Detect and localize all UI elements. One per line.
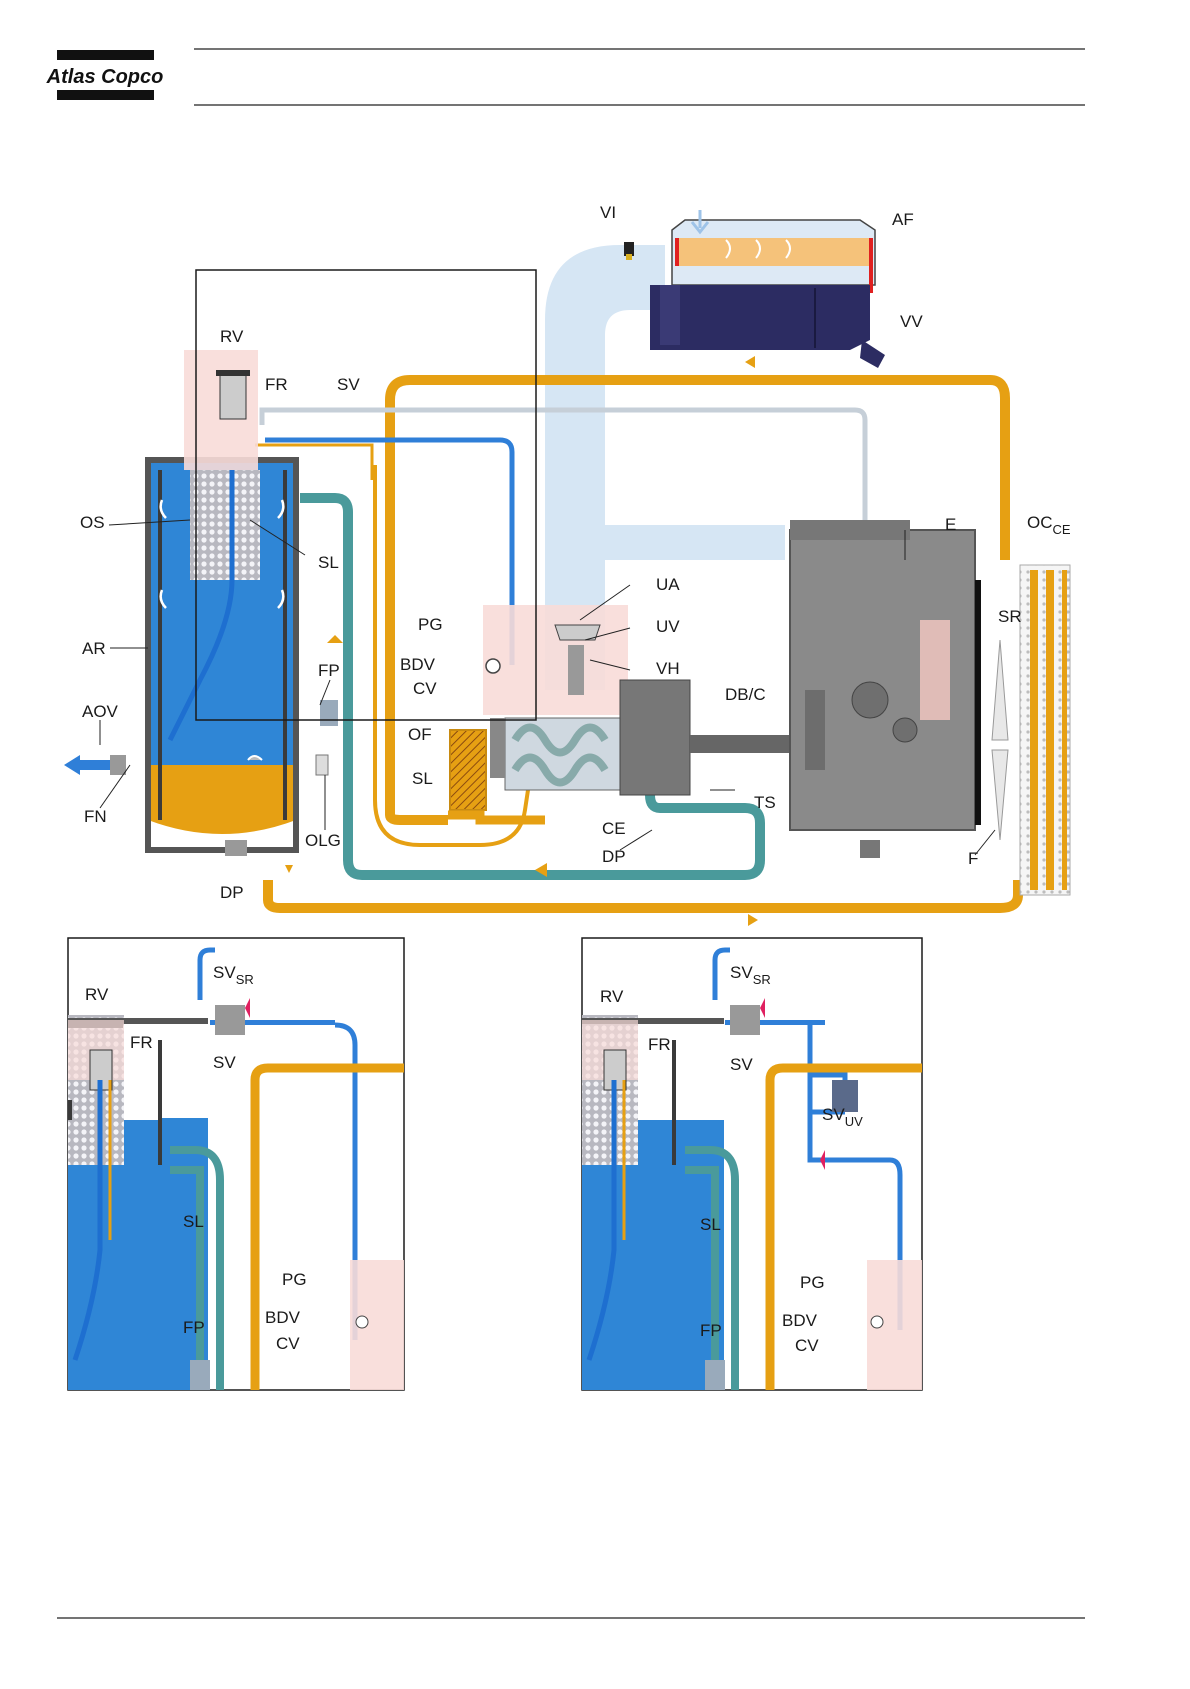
unloader-valve [568, 645, 584, 695]
label-fn: FN [84, 807, 107, 826]
label-aov: AOV [82, 702, 119, 721]
oil-cooler [1020, 565, 1070, 895]
dl-label-sv: SV [213, 1053, 236, 1072]
vacuator-valve [860, 340, 885, 368]
label-sr: SR [998, 607, 1022, 626]
label-dp: DP [220, 883, 244, 902]
air-outlet-valve [110, 755, 126, 775]
dr-label-pg: PG [800, 1273, 825, 1292]
dr-label-bdv: BDV [782, 1311, 818, 1330]
label-vv: VV [900, 312, 923, 331]
drive-coupling [690, 735, 790, 753]
label-ts: TS [754, 793, 776, 812]
label-pg: PG [418, 615, 443, 634]
filler-plug [320, 700, 338, 726]
fan-belt [975, 580, 981, 825]
label-rv: RV [220, 327, 244, 346]
label-oc-main: OC [1027, 513, 1053, 532]
dl-label-rv: RV [85, 985, 109, 1004]
label-vi: VI [600, 203, 616, 222]
label-fp: FP [318, 661, 340, 680]
label-vh: VH [656, 659, 680, 678]
dl-label-pg: PG [282, 1270, 307, 1289]
air-receiver-tank [148, 460, 338, 856]
label-olg: OLG [305, 831, 341, 850]
label-bdv: BDV [400, 655, 436, 674]
label-db-c: DB/C [725, 685, 766, 704]
label-e: E [945, 515, 956, 534]
header: Atlas Copco [46, 49, 1085, 105]
drain-plug-tank [225, 840, 247, 856]
label-af: AF [892, 210, 914, 229]
dr-label-rv: RV [600, 987, 624, 1006]
label-oc: OCCE [1027, 513, 1071, 537]
dr-label-svsr-main: SV [730, 963, 753, 982]
oil-separator-element [190, 470, 260, 580]
label-f: F [968, 849, 978, 868]
dr-label-sv: SV [730, 1055, 753, 1074]
label-dp-2: DP [602, 847, 626, 866]
label-of: OF [408, 725, 432, 744]
air-filter [624, 210, 885, 368]
label-cv: CV [413, 679, 437, 698]
unloader-zone [483, 605, 628, 715]
detail-right: RV SVSR FR SV SVUV SL FP PG BDV CV [582, 938, 922, 1390]
label-uv: UV [656, 617, 680, 636]
dl-label-bdv: BDV [265, 1308, 301, 1327]
dl-label-sl: SL [183, 1212, 204, 1231]
main-diagram: VI AF VV RV FR SV OS SL AR AOV FN FP PG … [64, 203, 1071, 926]
oil-return-line [268, 880, 1018, 908]
cooling-fan [992, 640, 1008, 840]
dr-label-svuv-main: SV [822, 1105, 845, 1124]
label-ar: AR [82, 639, 106, 658]
dr-label-fp: FP [700, 1321, 722, 1340]
dl-label-svsr-sub: SR [236, 972, 254, 987]
engine [790, 520, 975, 858]
dl-label-svsr-main: SV [213, 963, 236, 982]
label-sl-2: SL [412, 769, 433, 788]
vacuum-indicator [624, 242, 634, 256]
dr-label-sl: SL [700, 1215, 721, 1234]
label-sv: SV [337, 375, 360, 394]
brand-text: Atlas Copco [46, 66, 164, 88]
intake-duct-branch [605, 525, 785, 560]
label-sl: SL [318, 553, 339, 572]
dl-label-cv: CV [276, 1334, 300, 1353]
detail-left: RV SVSR FR SV SL FP PG BDV CV [68, 938, 404, 1390]
air-outlet-arrow [64, 755, 80, 775]
dr-label-svsr-sub: SR [753, 972, 771, 987]
label-ce: CE [602, 819, 626, 838]
atlas-copco-logo: Atlas Copco [46, 50, 164, 100]
dr-label-cv: CV [795, 1336, 819, 1355]
regulating-valve [220, 375, 246, 419]
dl-label-fp: FP [183, 1318, 205, 1337]
label-fr: FR [265, 375, 288, 394]
dl-label-fr: FR [130, 1033, 153, 1052]
label-oc-sub: CE [1053, 522, 1071, 537]
dr-label-svuv-sub: UV [845, 1114, 863, 1129]
oil-filter [450, 730, 486, 810]
pressure-gauge [486, 659, 500, 673]
label-ua: UA [656, 575, 680, 594]
oil-level-gauge [316, 755, 328, 775]
dr-label-fr: FR [648, 1035, 671, 1054]
label-os: OS [80, 513, 105, 532]
